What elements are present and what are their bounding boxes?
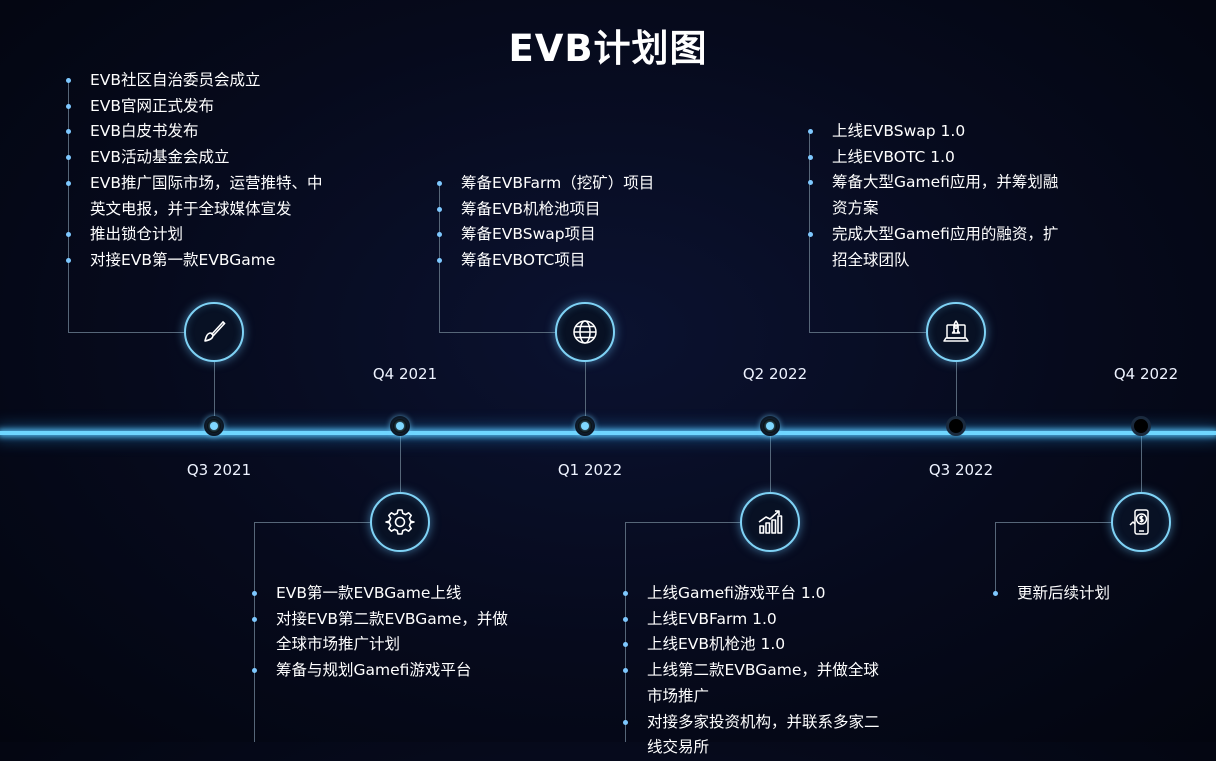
list-item: EVB推广国际市场，运营推特、中英文电报，并于全球媒体宣发	[66, 171, 326, 222]
page-title: EVB计划图	[508, 27, 708, 70]
timeline-dot-q2-2022	[760, 416, 780, 436]
connector	[254, 522, 371, 523]
list-item: 筹备EVBSwap项目	[437, 222, 697, 248]
connector	[400, 436, 401, 493]
connector	[68, 80, 69, 333]
connector	[214, 362, 215, 416]
list-item: EVB白皮书发布	[66, 119, 326, 145]
list-item: 更新后续计划	[993, 581, 1193, 607]
connector	[809, 332, 927, 333]
globe-icon	[573, 320, 597, 344]
timeline-dot-q4-2022	[1131, 416, 1151, 436]
list-item: 对接EVB第一款EVBGame	[66, 248, 326, 274]
quarter-label: Q2 2022	[742, 365, 808, 383]
milestone-icon-q3-2022	[926, 302, 986, 362]
timeline-dot-q3-2022	[946, 416, 966, 436]
list-item: EVB社区自治委员会成立	[66, 68, 326, 94]
connector	[956, 362, 957, 416]
connector	[439, 332, 556, 333]
milestone-icon-q2-2022	[740, 492, 800, 552]
connector	[770, 436, 771, 493]
connector	[809, 130, 810, 333]
connector	[439, 182, 440, 333]
gear-icon	[385, 509, 415, 535]
list-item: 上线Gamefi游戏平台 1.0	[623, 581, 883, 607]
milestone-list-q2-2022: 上线Gamefi游戏平台 1.0 上线EVBFarm 1.0 上线EVB机枪池 …	[623, 581, 883, 761]
connector	[995, 522, 1112, 523]
rocket-laptop-icon	[943, 320, 969, 342]
list-item: 筹备EVBOTC项目	[437, 248, 697, 274]
connector	[625, 522, 741, 523]
timeline-dot-q4-2021	[390, 416, 410, 436]
milestone-icon-q4-2022	[1111, 492, 1171, 552]
milestone-icon-q1-2022	[555, 302, 615, 362]
list-item: 对接EVB第二款EVBGame，并做全球市场推广计划	[252, 607, 512, 658]
timeline-dot-q1-2022	[575, 416, 595, 436]
connector	[1141, 436, 1142, 493]
milestone-icon-q4-2021	[370, 492, 430, 552]
list-item: 筹备与规划Gamefi游戏平台	[252, 658, 512, 684]
list-item: 筹备大型Gamefi应用，并筹划融资方案	[808, 170, 1068, 221]
connector	[254, 522, 255, 742]
list-item: 筹备EVB机枪池项目	[437, 197, 697, 223]
milestone-list-q3-2021: EVB社区自治委员会成立 EVB官网正式发布 EVB白皮书发布 EVB活动基金会…	[66, 68, 326, 274]
connector	[995, 522, 996, 595]
list-item: 完成大型Gamefi应用的融资，扩招全球团队	[808, 222, 1068, 273]
list-item: 上线EVBOTC 1.0	[808, 145, 1068, 171]
milestone-list-q3-2022: 上线EVBSwap 1.0 上线EVBOTC 1.0 筹备大型Gamefi应用，…	[808, 119, 1068, 273]
list-item: EVB第一款EVBGame上线	[252, 581, 512, 607]
list-item: 上线EVBFarm 1.0	[623, 607, 883, 633]
quarter-label: Q3 2021	[186, 461, 252, 479]
quarter-label: Q3 2022	[928, 461, 994, 479]
list-item: 上线EVBSwap 1.0	[808, 119, 1068, 145]
list-item: EVB官网正式发布	[66, 94, 326, 120]
paintbrush-icon	[204, 321, 226, 342]
list-item: EVB活动基金会成立	[66, 145, 326, 171]
milestone-list-q4-2022: 更新后续计划	[993, 581, 1193, 607]
quarter-label: Q4 2022	[1113, 365, 1179, 383]
connector	[625, 522, 626, 742]
quarter-label: Q4 2021	[372, 365, 438, 383]
timeline-dot-q3-2021	[204, 416, 224, 436]
list-item: 上线第二款EVBGame，并做全球市场推广	[623, 658, 883, 709]
milestone-icon-q3-2021	[184, 302, 244, 362]
chart-growth-icon	[758, 510, 783, 534]
milestone-list-q4-2021: EVB第一款EVBGame上线 对接EVB第二款EVBGame，并做全球市场推广…	[252, 581, 512, 684]
list-item: 筹备EVBFarm（挖矿）项目	[437, 171, 697, 197]
list-item: 对接多家投资机构，并联系多家二线交易所	[623, 710, 883, 761]
timeline-axis	[0, 431, 1216, 435]
dollar-phone-icon	[1129, 509, 1149, 535]
list-item: 推出锁仓计划	[66, 222, 326, 248]
connector	[68, 332, 185, 333]
list-item: 上线EVB机枪池 1.0	[623, 632, 883, 658]
connector	[585, 362, 586, 416]
milestone-list-q1-2022: 筹备EVBFarm（挖矿）项目 筹备EVB机枪池项目 筹备EVBSwap项目 筹…	[437, 171, 697, 274]
quarter-label: Q1 2022	[557, 461, 623, 479]
